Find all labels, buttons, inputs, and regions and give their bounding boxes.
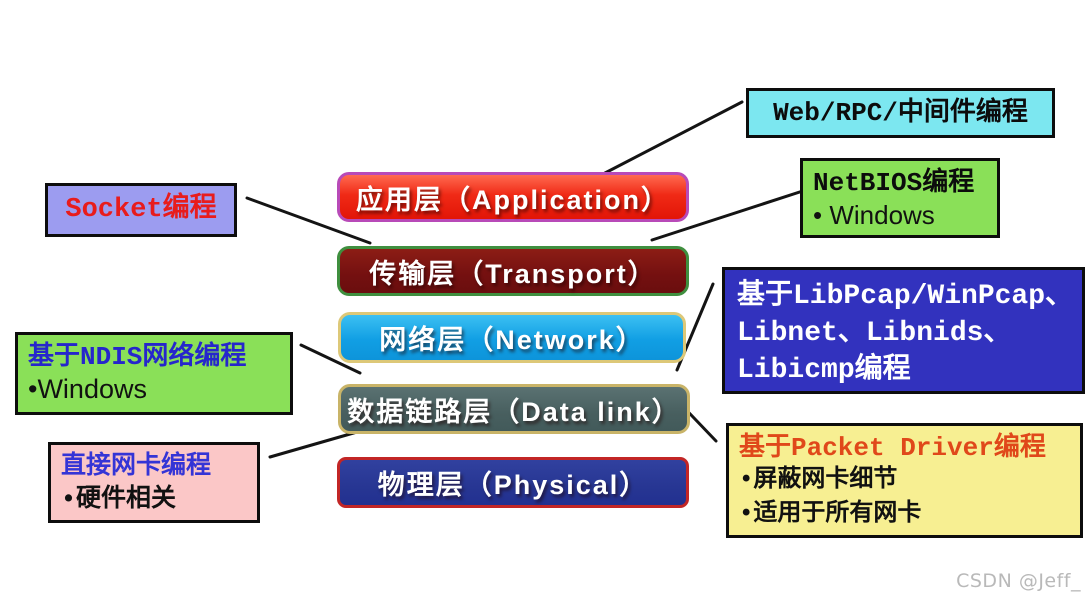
layer-label-application: 应用层（Application） xyxy=(356,184,670,215)
note-packet-bullet1: •屏蔽网卡细节 xyxy=(739,467,898,494)
note-libpcap-line1: 基于LibPcap/WinPcap、 xyxy=(737,281,1074,312)
note-socket-title: Socket编程 xyxy=(65,195,217,225)
note-netbios-programming: NetBIOS编程 • Windows xyxy=(800,158,1000,238)
note-ndis-bullet: •Windows xyxy=(28,374,147,404)
layer-label-transport: 传输层（Transport） xyxy=(369,258,657,289)
note-ndis-programming: 基于NDIS网络编程 •Windows xyxy=(15,332,293,415)
note-libpcap-line2: Libnet、Libnids、 xyxy=(737,318,1012,349)
note-libpcap-line3: Libicmp编程 xyxy=(737,355,911,386)
layer-label-physical: 物理层（Physical） xyxy=(377,470,649,500)
csdn-watermark: CSDN @Jeff_ xyxy=(956,570,1081,592)
connector-socket-transport xyxy=(245,196,372,245)
connector-nic-datalink xyxy=(268,430,359,459)
note-nic-bullet: •硬件相关 xyxy=(61,485,177,514)
note-libpcap-programming: 基于LibPcap/WinPcap、 Libnet、Libnids、 Libic… xyxy=(722,267,1085,394)
note-web-title: Web/RPC/中间件编程 xyxy=(773,98,1028,128)
layer-box-application: 应用层（Application） xyxy=(337,172,689,222)
note-direct-nic-programming: 直接网卡编程 •硬件相关 xyxy=(48,442,260,523)
note-web-rpc-middleware: Web/RPC/中间件编程 xyxy=(746,88,1055,138)
layer-label-datalink: 数据链路层（Data link） xyxy=(347,396,681,427)
note-netbios-bullet: • Windows xyxy=(813,200,935,230)
note-nic-title: 直接网卡编程 xyxy=(61,452,212,481)
connector-transport-netbios xyxy=(650,186,814,242)
note-socket-programming: Socket编程 xyxy=(45,183,237,237)
note-packet-driver-programming: 基于Packet Driver编程 •屏蔽网卡细节 •适用于所有网卡 xyxy=(726,423,1083,538)
layer-label-network: 网络层（Network） xyxy=(379,325,645,355)
layer-box-transport: 传输层（Transport） xyxy=(337,246,689,296)
layer-box-datalink: 数据链路层（Data link） xyxy=(338,384,690,434)
note-packet-bullet2: •适用于所有网卡 xyxy=(739,501,922,528)
layer-box-network: 网络层（Network） xyxy=(338,312,686,363)
connector-application-web xyxy=(603,100,744,175)
note-packet-title: 基于Packet Driver编程 xyxy=(739,433,1046,463)
note-ndis-title: 基于NDIS网络编程 xyxy=(28,342,247,372)
layer-box-physical: 物理层（Physical） xyxy=(337,457,689,508)
connector-ndis-network xyxy=(299,343,362,375)
note-netbios-title: NetBIOS编程 xyxy=(813,168,975,198)
